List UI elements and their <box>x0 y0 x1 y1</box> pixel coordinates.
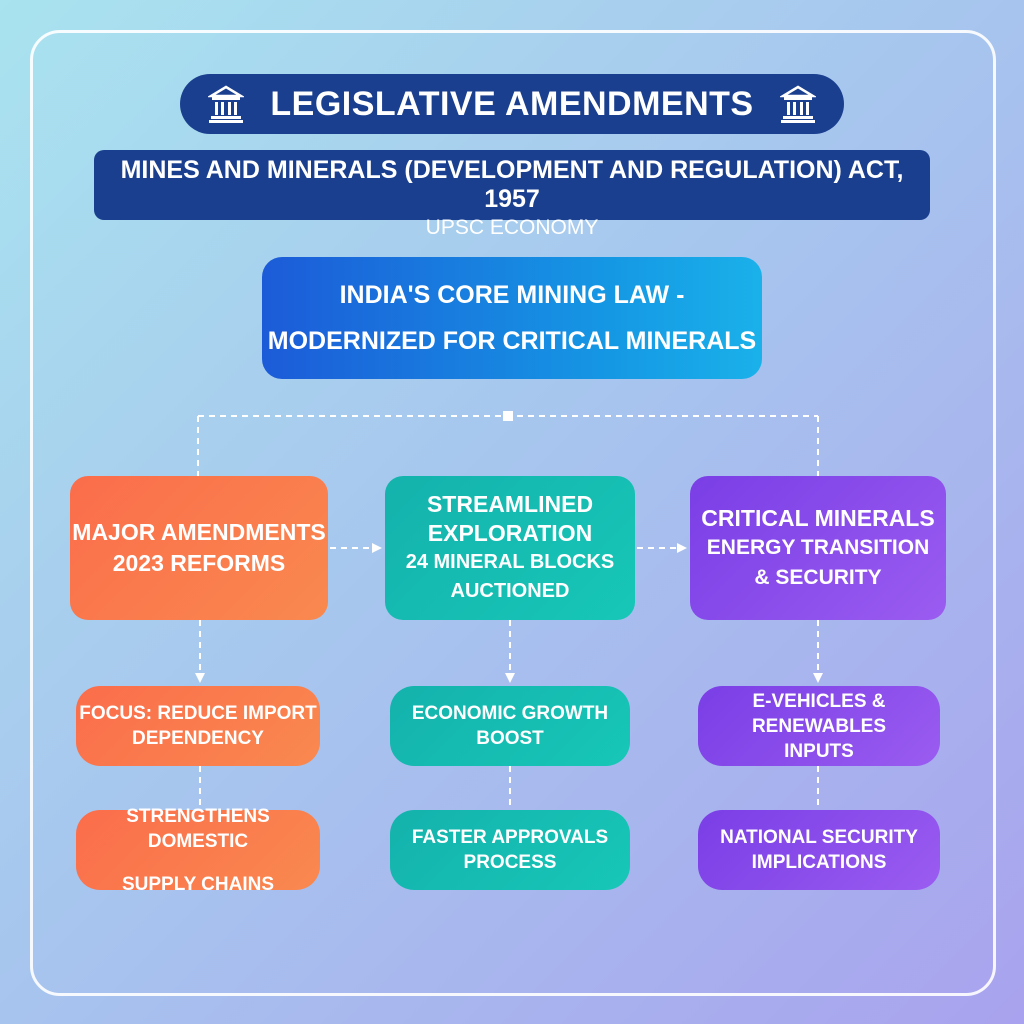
card-line: DEPENDENCY <box>132 728 264 749</box>
page-title: LEGISLATIVE AMENDMENTS <box>270 84 754 123</box>
card-line: FASTER APPROVALS <box>411 827 609 848</box>
card-line: STRENGTHENS DOMESTIC <box>126 805 270 852</box>
major-amendments-card: MAJOR AMENDMENTS 2023 REFORMS <box>70 476 328 620</box>
card-line: MAJOR AMENDMENTS <box>72 519 326 545</box>
card-line: 2023 REFORMS <box>112 550 286 576</box>
domestic-supply-card: STRENGTHENS DOMESTIC SUPPLY CHAINS <box>76 806 320 895</box>
ev-renewables-card: E-VEHICLES & RENEWABLES INPUTS <box>698 686 940 766</box>
card-line: ECONOMIC GROWTH <box>411 703 609 724</box>
card-line: SUPPLY CHAINS <box>121 873 275 895</box>
act-title: MINES AND MINERALS (DEVELOPMENT AND REGU… <box>120 156 904 213</box>
card-line: BOOST <box>476 728 544 749</box>
government-building-icon <box>208 84 245 124</box>
card-line: AUCTIONED <box>450 580 570 602</box>
core-line-1: INDIA'S CORE MINING LAW - <box>339 281 685 309</box>
outer-frame <box>30 30 996 996</box>
faster-approvals-card: FASTER APPROVALS PROCESS <box>390 810 630 890</box>
card-line: STREAMLINED <box>426 491 594 517</box>
card-line: ENERGY TRANSITION <box>706 536 930 559</box>
subject-label: UPSC ECONOMY <box>425 216 599 239</box>
critical-minerals-card: CRITICAL MINERALS ENERGY TRANSITION & SE… <box>690 476 946 620</box>
streamlined-exploration-card: STREAMLINED EXPLORATION 24 MINERAL BLOCK… <box>385 476 635 620</box>
card-line: CRITICAL MINERALS <box>701 505 935 531</box>
card-line: PROCESS <box>463 852 557 873</box>
government-building-icon <box>779 84 816 124</box>
economic-growth-card: ECONOMIC GROWTH BOOST <box>390 686 630 766</box>
card-line: RENEWABLES <box>751 715 887 737</box>
card-line: & SECURITY <box>754 566 882 589</box>
core-line-2: MODERNIZED FOR CRITICAL MINERALS <box>267 327 757 355</box>
act-banner: MINES AND MINERALS (DEVELOPMENT AND REGU… <box>94 150 930 239</box>
national-security-card: NATIONAL SECURITY IMPLICATIONS <box>698 810 940 890</box>
card-line: FOCUS: REDUCE IMPORT <box>79 703 317 724</box>
card-line: 24 MINERAL BLOCKS <box>405 551 615 573</box>
card-line: INPUTS <box>784 740 854 762</box>
card-line: NATIONAL SECURITY <box>720 827 918 848</box>
reduce-import-card: FOCUS: REDUCE IMPORT DEPENDENCY <box>76 686 320 766</box>
card-line: EXPLORATION <box>427 520 593 546</box>
card-line: IMPLICATIONS <box>751 852 887 873</box>
title-banner: LEGISLATIVE AMENDMENTS <box>180 74 844 134</box>
core-concept-box: INDIA'S CORE MINING LAW - MODERNIZED FOR… <box>262 257 762 379</box>
card-line: E-VEHICLES & <box>752 690 886 712</box>
